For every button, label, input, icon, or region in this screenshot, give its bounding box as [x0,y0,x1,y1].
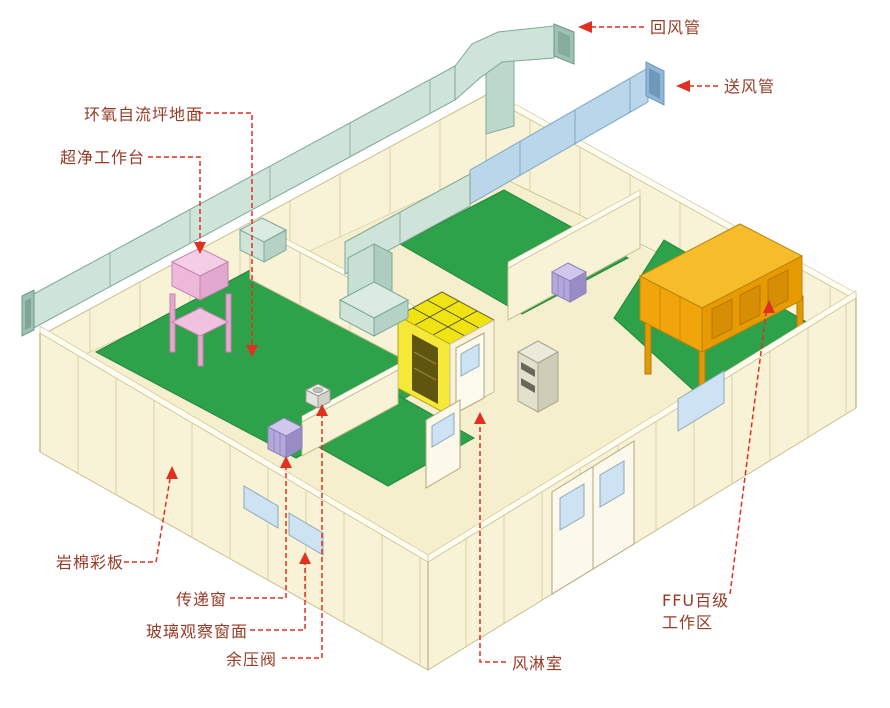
air-shower-label: 风淋室 [512,654,563,673]
ffu-panel-3 [767,269,789,311]
callout-pressure-valve: 余压阀 [226,404,328,669]
clean-bench-label: 超净工作台 [60,148,145,167]
air-shower-shelves [413,351,437,381]
air-shower-ffu-grid [412,299,480,337]
supply-air-duct [238,61,665,337]
glass-window-label: 玻璃观察窗面 [146,622,248,641]
return-duct-elbow [454,25,555,102]
air-shower-door-window [460,343,480,377]
vestibule-door-window [431,412,455,448]
pressure-valve-label: 余压阀 [226,650,277,669]
glass-window-arrowhead [299,552,311,564]
callout-labels: 回风管 送风管 环氧自流坪地面 超净工作台 岩棉彩板 传递窗 [56,18,775,673]
callout-clean-bench: 超净工作台 [60,148,206,254]
return-air-duct [21,23,575,337]
ffu-leg-1 [644,321,652,375]
valve-side [317,389,331,409]
double-door [551,440,635,595]
pressure-valve-arrowhead [316,404,328,416]
cabinet-slot-1 [521,362,535,377]
air-shower-arrowhead [474,412,486,424]
bench-lower-shelf [170,307,230,337]
glass-window-leader [250,564,306,631]
double-door-window-left [559,483,585,531]
partition-wall-right [507,189,641,321]
wall-corner-edges [39,298,857,670]
pass-box-front-side [285,426,303,459]
pass-box-wall-grid [557,275,565,299]
epoxy-floor-arrowhead [246,345,258,357]
ffu-panel-2 [739,284,761,326]
building [21,23,857,671]
air-shower-unit [396,291,496,417]
epoxy-floor-label: 环氧自流坪地面 [84,105,203,124]
diffuser-side [373,299,409,337]
supply-duct-arrowhead [676,80,690,92]
return-duct-arrowhead [578,21,592,33]
air-shower-leader [479,424,506,663]
duct-box-side [263,229,287,263]
pressure-valve-unit [304,383,332,409]
supply-duct-label: 送风管 [724,77,775,96]
ffu-area-arrowhead [763,300,775,313]
epoxy-floor-leader [198,112,253,345]
observation-window-3 [677,370,725,432]
rockwool-arrowhead [166,466,178,479]
pass-box-wall [550,262,588,303]
clean-bench-leader [148,156,201,242]
ffu-area-label-line2: 工作区 [662,613,713,632]
ffu-fascia-left-slats [659,286,681,341]
pass-box-front [266,417,304,459]
pass-box-front-grid [273,430,281,455]
callout-ffu-area: FFU百级 工作区 [662,300,775,632]
equipment-cabinet [516,340,560,413]
callout-glass-window: 玻璃观察窗面 [146,552,311,641]
pressure-valve-leader [282,416,323,659]
ffu-panel-1 [711,298,733,340]
pass-box-wall-side [569,271,587,303]
return-duct-label: 回风管 [650,18,701,37]
observation-window-1 [243,485,279,529]
partition-right-top-edge [507,189,641,269]
clean-bench-unit [169,247,232,367]
ffu-area-label-line1: FFU百级 [662,591,729,610]
supply-duct-opening [649,68,660,99]
ffu-area-leader [729,312,767,595]
bench-side-face [199,261,229,301]
cabinet-side [537,351,559,413]
pass-window-label: 传递窗 [176,590,227,609]
wall-front-right [427,290,857,671]
return-duct-flanges [109,80,431,287]
callout-return-duct: 回风管 [578,18,701,37]
callout-supply-duct: 送风管 [676,77,775,96]
callout-rockwool-panel: 岩棉彩板 [56,466,178,572]
rockwool-leader [124,478,171,563]
rockwool-label: 岩棉彩板 [56,553,124,572]
callout-air-shower: 风淋室 [474,412,563,673]
pass-window-arrowhead [280,456,292,468]
clean-bench-arrowhead [194,242,206,254]
callout-epoxy-floor: 环氧自流坪地面 [84,105,258,357]
observation-window-2 [288,512,324,556]
return-duct-left-opening [25,298,31,330]
bench-leg-1 [169,293,176,353]
callout-pass-window: 传递窗 [176,456,292,609]
valve-grille [312,387,324,393]
cabinet-slot-2 [521,378,535,393]
pass-window-leader [230,468,287,599]
air-shower-opening [412,334,438,404]
bench-leg-3 [225,293,232,353]
double-door-window-right [599,460,625,508]
return-duct-opening [558,31,570,58]
supply-duct-flanges [519,78,631,175]
